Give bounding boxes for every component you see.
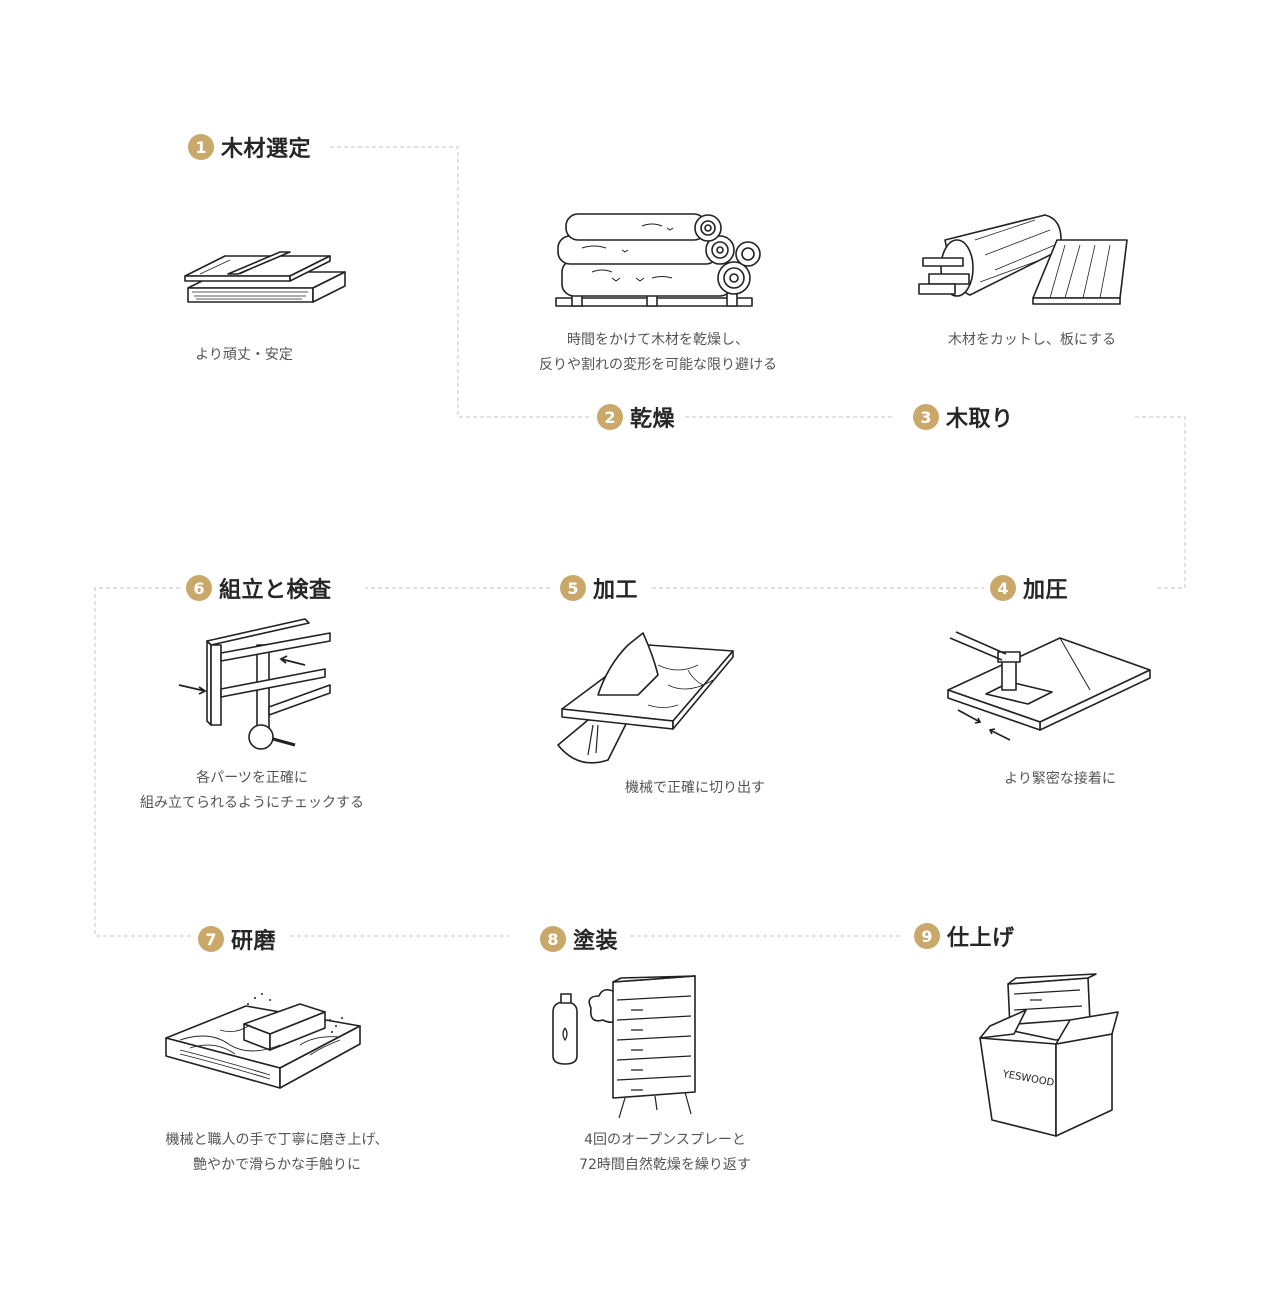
step-3-desc-line-1: 木材をカットし、板にする bbox=[947, 332, 1117, 348]
step-6-name: 組立と検査 bbox=[219, 578, 332, 603]
step-6-desc-line-2: 組み立てられるようにチェックする bbox=[140, 795, 364, 811]
step-4-number-badge: 4 bbox=[990, 575, 1016, 601]
step-6-number-badge: 6 bbox=[186, 575, 212, 601]
log-pile-icon bbox=[552, 208, 762, 312]
step-7-desc-line-2: 艶やかで滑らかな手触りに bbox=[193, 1157, 361, 1173]
step-6-title: 6 組立と検査 bbox=[180, 572, 338, 604]
step-5-desc-line-1: 機械で正確に切り出す bbox=[625, 780, 765, 796]
step-2-desc-line-1: 時間をかけて木材を乾燥し、 bbox=[567, 332, 749, 348]
step-1-number-badge: 1 bbox=[188, 134, 214, 160]
step-2-name: 乾燥 bbox=[630, 407, 676, 432]
step-9-name: 仕上げ bbox=[947, 926, 1015, 951]
packed-box-icon: YESWOOD bbox=[970, 970, 1130, 1140]
step-7-desc-line-1: 機械と職人の手で丁寧に磨き上げ、 bbox=[165, 1132, 389, 1148]
step-2-number-badge: 2 bbox=[597, 404, 623, 430]
step-9-number-badge: 9 bbox=[914, 923, 940, 949]
step-1-description: より頑丈・安定 bbox=[144, 343, 344, 368]
press-clamp-icon bbox=[940, 630, 1155, 750]
step-8-number-badge: 8 bbox=[540, 926, 566, 952]
step-5-name: 加工 bbox=[593, 578, 639, 603]
step-4-name: 加圧 bbox=[1023, 578, 1069, 603]
step-8-description: 4回のオープンスプレーと 72時間自然乾燥を繰り返す bbox=[535, 1128, 795, 1178]
step-3-name: 木取り bbox=[946, 407, 1014, 432]
step-8-name: 塗装 bbox=[573, 929, 619, 954]
step-5-title: 5 加工 bbox=[554, 572, 645, 604]
step-6-desc-line-1: 各パーツを正確に bbox=[196, 770, 308, 786]
step-2-desc-line-2: 反りや割れの変形を可能な限り避ける bbox=[539, 357, 777, 373]
step-4-title: 4 加圧 bbox=[984, 572, 1075, 604]
wood-planks-icon bbox=[180, 250, 350, 310]
step-1-desc-line-1: より頑丈・安定 bbox=[195, 347, 293, 363]
step-2-description: 時間をかけて木材を乾燥し、 反りや割れの変形を可能な限り避ける bbox=[508, 328, 808, 378]
step-7-description: 機械と職人の手で丁寧に磨き上げ、 艶やかで滑らかな手触りに bbox=[127, 1128, 427, 1178]
step-6-description: 各パーツを正確に 組み立てられるようにチェックする bbox=[112, 766, 392, 816]
step-8-desc-line-1: 4回のオープンスプレーと bbox=[584, 1132, 746, 1148]
step-5-number-badge: 5 bbox=[560, 575, 586, 601]
step-1-title: 1 木材選定 bbox=[182, 131, 318, 163]
step-7-title: 7 研磨 bbox=[192, 923, 283, 955]
step-4-description: より緊密な接着に bbox=[960, 767, 1160, 792]
table-saw-icon bbox=[548, 625, 738, 775]
step-2-title: 2 乾燥 bbox=[591, 401, 682, 433]
step-3-description: 木材をカットし、板にする bbox=[912, 328, 1152, 353]
step-7-name: 研磨 bbox=[231, 929, 277, 954]
step-3-title: 3 木取り bbox=[907, 401, 1020, 433]
step-1-name: 木材選定 bbox=[221, 137, 312, 162]
step-7-number-badge: 7 bbox=[198, 926, 224, 952]
step-9-title: 9 仕上げ bbox=[908, 920, 1021, 952]
spray-cabinet-icon bbox=[545, 972, 705, 1122]
step-8-desc-line-2: 72時間自然乾燥を繰り返す bbox=[579, 1157, 751, 1173]
step-5-description: 機械で正確に切り出す bbox=[590, 776, 800, 801]
step-4-desc-line-1: より緊密な接着に bbox=[1004, 771, 1116, 787]
sanding-block-icon bbox=[160, 990, 365, 1100]
frame-assembly-icon bbox=[175, 615, 340, 755]
step-3-number-badge: 3 bbox=[913, 404, 939, 430]
log-cutting-icon bbox=[915, 210, 1135, 306]
step-8-title: 8 塗装 bbox=[534, 923, 625, 955]
